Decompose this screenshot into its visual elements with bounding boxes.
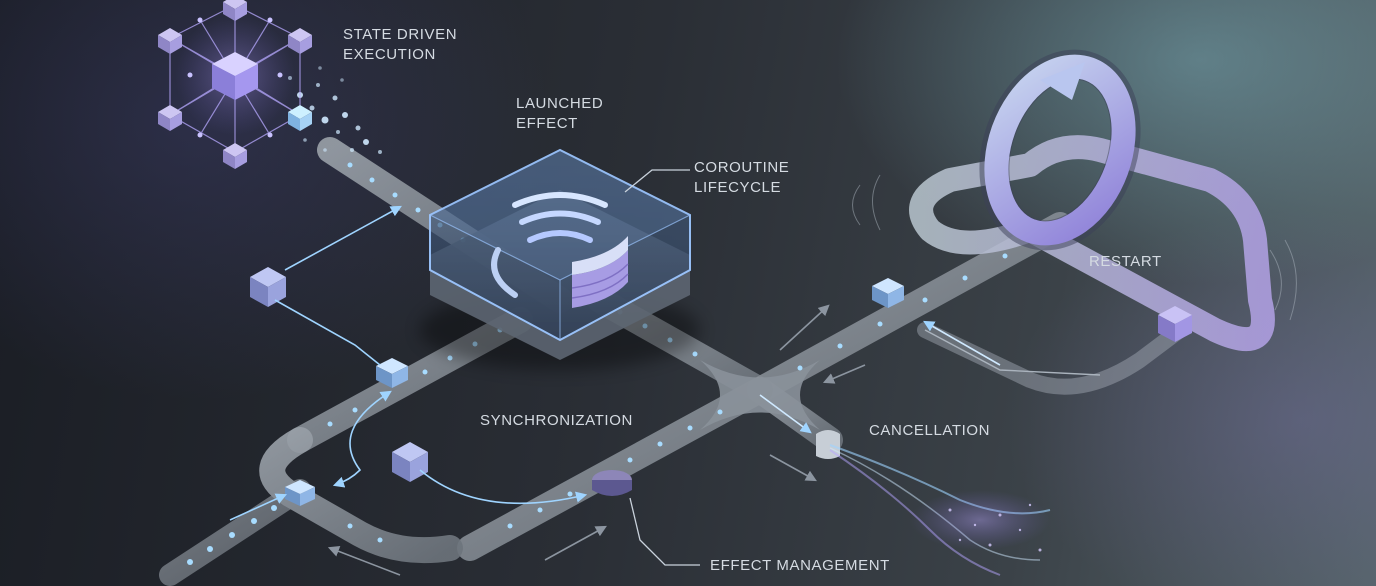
motion-streaks xyxy=(852,174,1297,321)
label-launched-effect: LAUNCHED EFFECT xyxy=(516,95,604,132)
node-cube-icon xyxy=(250,267,1192,506)
effect-management-pointer xyxy=(629,497,700,566)
launched-effect-hexagon xyxy=(420,148,700,370)
track-junction-to-restart xyxy=(747,212,1073,403)
label-cancellation: CANCELLATION xyxy=(869,422,991,439)
restart-loop-track xyxy=(909,135,1275,395)
label-restart: RESTART xyxy=(1089,253,1162,270)
label-effect-management: EFFECT MANAGEMENT xyxy=(710,557,890,574)
label-state-driven-execution: STATE DRIVEN EXECUTION xyxy=(343,26,458,63)
arrow-icon xyxy=(229,205,1101,576)
track-junction-to-effect xyxy=(457,377,773,561)
label-coroutine-lifecycle: COROUTINE LIFECYCLE xyxy=(694,159,790,196)
network-cube-icon xyxy=(158,0,312,169)
track-left-loop xyxy=(259,427,463,564)
cancellation-plume xyxy=(829,444,1051,576)
label-synchronization: SYNCHRONIZATION xyxy=(480,412,633,429)
restart-loop-icon xyxy=(979,49,1141,251)
